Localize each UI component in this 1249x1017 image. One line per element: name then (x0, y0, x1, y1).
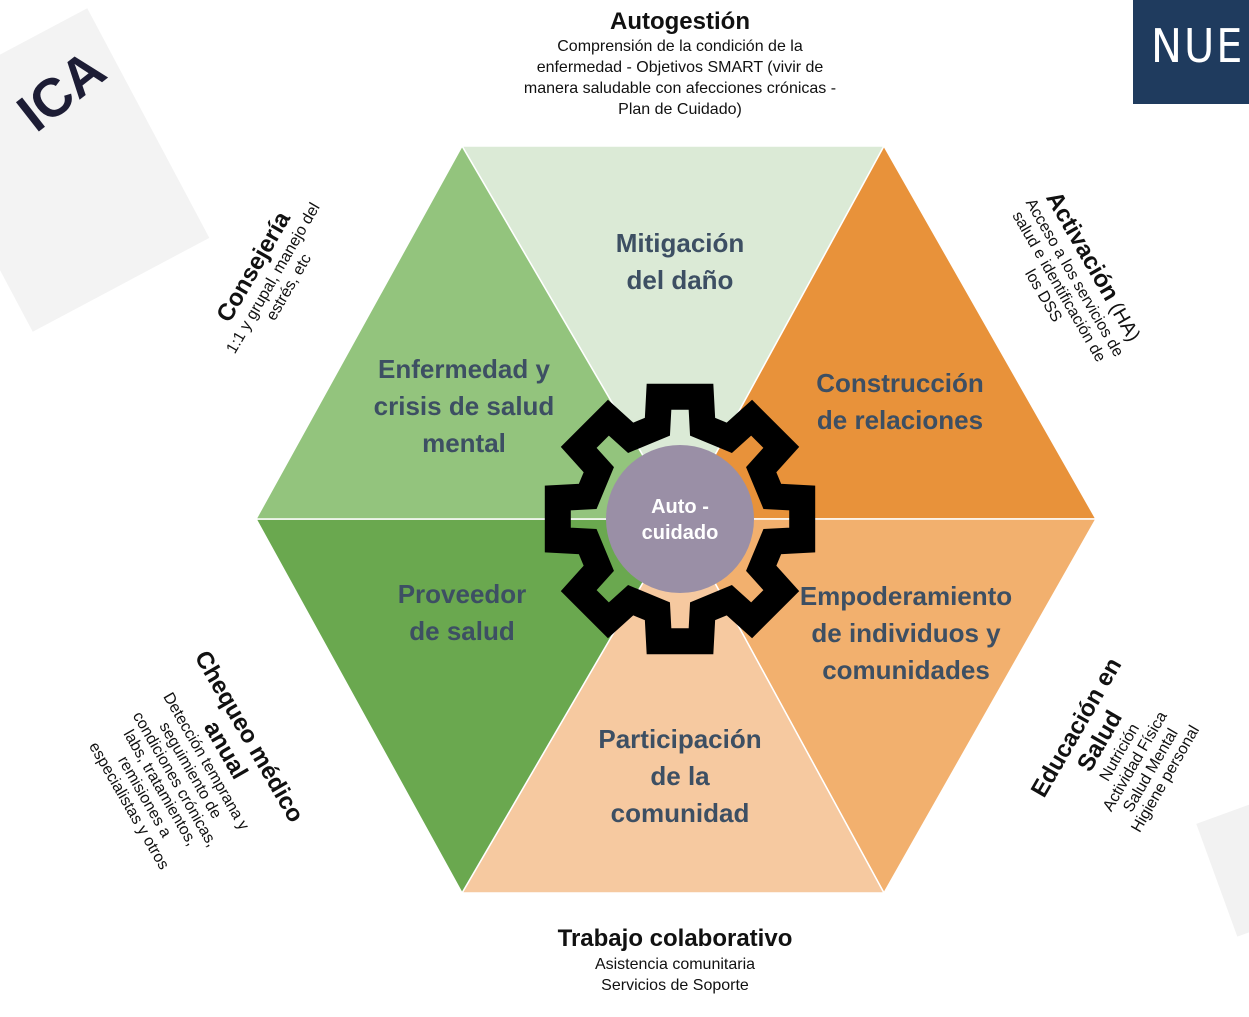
top-title: Autogestión (610, 8, 750, 35)
top-annotation: Autogestión Comprensión de la condición … (440, 8, 920, 120)
corner-badge: NUE (1133, 0, 1249, 104)
bottom-line: Servicios de Soporte (601, 977, 749, 994)
top-line: manera saludable con afecciones crónicas… (523, 80, 837, 97)
gear-icon (544, 383, 816, 655)
top-line: enfermedad - Objetivos SMART (vivir de (536, 59, 824, 76)
center-label: Auto -cuidado (642, 496, 719, 544)
center-circle (606, 445, 754, 593)
top-line: Plan de Cuidado) (618, 101, 742, 118)
bottom-title: Trabajo colaborativo (557, 925, 793, 952)
corner-badge-text: NUE (1151, 19, 1245, 73)
bottom-line: Asistencia comunitaria (594, 956, 756, 973)
segment-upper-left (254, 144, 682, 520)
bottom-annotation: Trabajo colaborativo Asistencia comunita… (480, 924, 870, 996)
top-line: Comprensión de la condición de la (557, 38, 803, 55)
